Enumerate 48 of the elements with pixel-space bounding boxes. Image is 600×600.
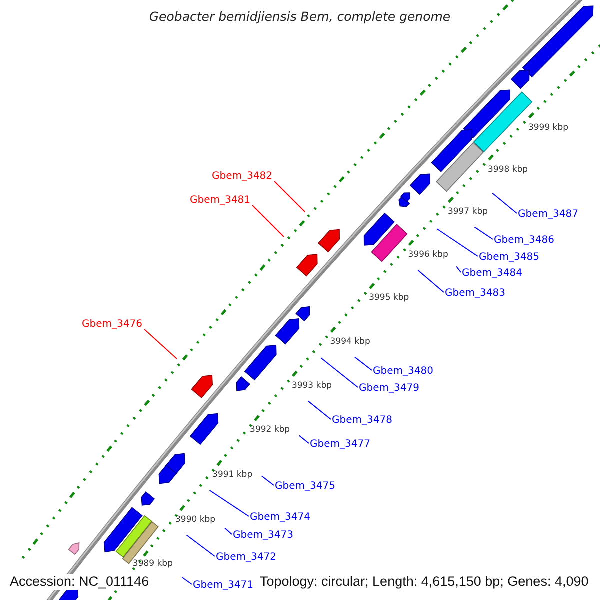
leader-line [186, 534, 216, 557]
leader-line [274, 181, 306, 212]
scale-tick-label: 3996 kbp [408, 250, 448, 261]
footer-text: Accession: NC_011146 [8, 574, 152, 590]
leader-line [144, 329, 178, 360]
scale-tick-label: 3989 kbp [132, 558, 173, 570]
scale-tick-label: 3994 kbp [330, 336, 370, 348]
gene-label: Gbem_3475 [275, 480, 336, 493]
scale-tick-label: 3997 kbp [448, 207, 488, 218]
leader-line [261, 476, 274, 486]
leader-line [456, 266, 462, 273]
gene-label: Gbem_3473 [233, 529, 294, 542]
leader-line [474, 226, 494, 240]
gene-label: Gbem_3478 [332, 414, 392, 427]
scale-tick-label: 3998 kbp [488, 164, 528, 176]
leader-line [298, 435, 310, 444]
gene-label: Gbem_3486 [494, 234, 554, 247]
gene-label: Gbem_3474 [250, 511, 310, 524]
leader-line [182, 576, 192, 585]
leader-line [492, 192, 518, 214]
gene-label: Gbem_3480 [373, 365, 434, 378]
gene-label: Gbem_3476 [82, 318, 142, 331]
gene-label: Gbem_3479 [359, 382, 420, 395]
leader-line [224, 528, 232, 535]
scale-tick-label: 3993 kbp [292, 380, 332, 392]
leader-line [354, 356, 372, 371]
gene-label: Gbem_3482 [212, 170, 272, 183]
gene-label: Gbem_3484 [462, 267, 522, 280]
gene-label: Gbem_3485 [479, 251, 540, 264]
scale-tick-label: 3991 kbp [212, 470, 253, 482]
footer-text: Topology: circular; Length: 4,615,150 bp; Genes: 4,090 [258, 574, 591, 590]
leader-line [436, 228, 478, 257]
leader-line [320, 358, 358, 388]
gene-label: Gbem_3472 [216, 551, 276, 564]
leader-line [209, 490, 250, 517]
gene-label: Gbem_3471 [193, 579, 254, 592]
leader-line [418, 270, 444, 293]
gene-label: Gbem_3481 [190, 194, 250, 207]
map-title: Geobacter bemidjiensis Bem, complete genome [148, 9, 452, 24]
gene-label: Gbem_3477 [310, 438, 370, 451]
scale-tick-label: 3992 kbp [250, 425, 290, 436]
gene-label: Gbem_3487 [518, 208, 578, 221]
scale-tick-label: 3999 kbp [528, 122, 569, 134]
gene-label: Gbem_3483 [445, 287, 506, 300]
leader-line [252, 205, 284, 238]
scale-tick-label: 3995 kbp [369, 293, 410, 304]
scale-tick-label: 3990 kbp [176, 515, 216, 526]
leader-line [308, 400, 332, 420]
